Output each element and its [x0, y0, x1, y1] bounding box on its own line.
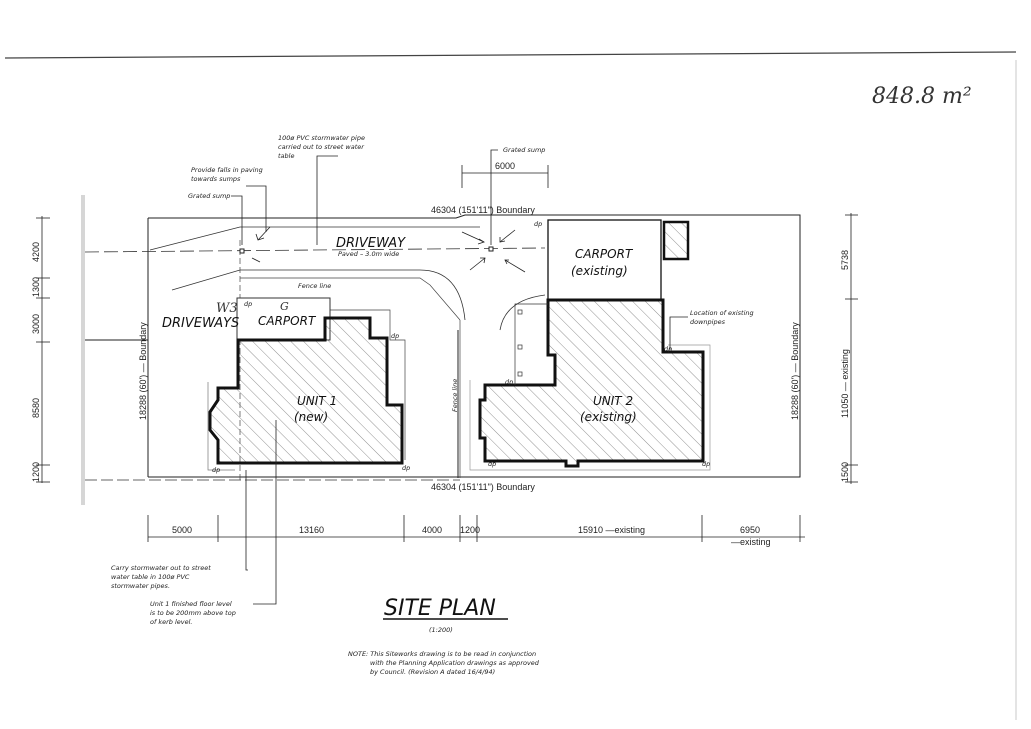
svg-text:—existing: —existing [731, 537, 771, 547]
bottom-dimension-labels: 5000 13160 4000 1200 15910 —existing 695… [172, 525, 771, 547]
svg-text:dp: dp [402, 464, 410, 472]
svg-text:dp: dp [391, 332, 399, 340]
svg-text:Fence line: Fence line [451, 379, 459, 412]
svg-text:dp: dp [702, 460, 710, 468]
svg-text:15910 —existing: 15910 —existing [578, 525, 645, 535]
svg-text:1200: 1200 [460, 525, 480, 535]
svg-text:Provide falls in paving: Provide falls in paving [191, 166, 263, 174]
svg-text:1300: 1300 [31, 277, 41, 297]
unit2-label: UNIT 2 [593, 394, 633, 408]
svg-text:Unit 1 finished floor level: Unit 1 finished floor level [150, 600, 232, 608]
svg-text:of kerb level.: of kerb level. [150, 618, 192, 626]
carport-new-label: CARPORT [258, 314, 317, 328]
svg-text:8580: 8580 [31, 398, 41, 418]
svg-text:(existing): (existing) [580, 410, 637, 424]
svg-text:46304 (151'11") Boundary: 46304 (151'11") Boundary [431, 482, 535, 492]
svg-text:dp: dp [534, 220, 542, 228]
leader-lines [231, 149, 688, 605]
svg-text:table: table [278, 152, 294, 160]
bottom-dimension-chain [147, 515, 805, 542]
svg-text:NOTE: This Siteworks drawing i: NOTE: This Siteworks drawing is to be re… [348, 650, 536, 658]
svg-text:Grated sump: Grated sump [188, 192, 230, 200]
svg-text:dp: dp [664, 345, 672, 353]
site-boundary [85, 214, 801, 481]
note: NOTE: This Siteworks drawing is to be re… [348, 650, 540, 676]
road-edge [81, 195, 85, 505]
svg-text:5000: 5000 [172, 525, 192, 535]
unit2-footprint [478, 298, 705, 468]
fall-arrows [251, 226, 526, 273]
svg-text:downpipes: downpipes [690, 318, 726, 326]
svg-text:Carry stormwater out to street: Carry stormwater out to street [111, 564, 211, 572]
right-dimension-labels: 5738 11050 — existing 1500 [840, 250, 850, 482]
svg-text:11050 — existing: 11050 — existing [840, 349, 850, 418]
svg-text:G: G [280, 300, 289, 313]
driveway-label: DRIVEWAY [336, 236, 406, 251]
svg-text:(existing): (existing) [571, 264, 628, 278]
right-dimension-chain [845, 213, 858, 484]
svg-text:with the Planning Application: with the Planning Application drawings a… [370, 659, 540, 667]
svg-text:carried out to street water: carried out to street water [278, 143, 365, 151]
grated-sump-left [239, 248, 245, 254]
svg-text:by Council. (Revision A dated: by Council. (Revision A dated 16/4/94) [370, 668, 495, 676]
svg-text:Location of existing: Location of existing [690, 309, 754, 317]
left-dimension-chain [36, 216, 50, 483]
svg-text:100ø PVC stormwater pipe: 100ø PVC stormwater pipe [278, 134, 365, 142]
svg-text:6000: 6000 [495, 161, 515, 171]
svg-text:18288 (60') — Boundary: 18288 (60') — Boundary [138, 322, 148, 420]
svg-text:4000: 4000 [422, 525, 442, 535]
top-dimension [461, 165, 549, 188]
carport-existing-label: CARPORT [575, 247, 634, 261]
svg-text:stormwater pipes.: stormwater pipes. [111, 582, 170, 590]
svg-text:4200: 4200 [31, 242, 41, 262]
svg-text:towards sumps: towards sumps [191, 175, 241, 183]
svg-text:(new): (new) [294, 410, 328, 424]
carport-existing [547, 219, 662, 301]
svg-text:5738: 5738 [840, 250, 850, 270]
svg-text:1200: 1200 [31, 462, 41, 482]
svg-text:is to be 200mm above top: is to be 200mm above top [150, 609, 236, 617]
svg-text:46304 (151'11") Boundary: 46304 (151'11") Boundary [431, 205, 535, 215]
unit1-footprint [208, 316, 404, 465]
svg-text:dp: dp [244, 300, 252, 308]
fence-line-label: Fence line [298, 282, 331, 290]
driveway-outline [84, 226, 546, 331]
svg-text:13160: 13160 [299, 525, 324, 535]
driveways-label: DRIVEWAYS [162, 316, 239, 331]
existing-shed [662, 220, 690, 261]
svg-text:1500: 1500 [840, 462, 850, 482]
svg-text:Grated sump: Grated sump [503, 146, 545, 154]
unit1-label: UNIT 1 [297, 394, 337, 408]
boundary-labels: 46304 (151'11") Boundary 46304 (151'11")… [138, 205, 800, 492]
svg-text:6950: 6950 [740, 525, 760, 535]
svg-text:dp: dp [488, 460, 496, 468]
site-plan-title: SITE PLAN [384, 596, 496, 621]
grated-sump-right [488, 246, 494, 252]
left-dimension-labels: 4200 1300 3000 8580 1200 [31, 242, 41, 482]
driveway-sub-label: Paved – 3.0m wide [338, 250, 399, 258]
annotations: 100ø PVC stormwater pipe carried out to … [111, 134, 754, 626]
svg-text:3000: 3000 [31, 314, 41, 334]
scale-label: (1:200) [429, 626, 453, 634]
svg-text:water table in 100ø PVC: water table in 100ø PVC [111, 573, 190, 581]
sheet-border [4, 51, 1017, 720]
svg-text:18288 (60') — Boundary: 18288 (60') — Boundary [790, 322, 800, 420]
svg-text:dp: dp [212, 466, 220, 474]
area-handwritten: 848.8 m² [872, 84, 972, 109]
area-labels: DRIVEWAY Paved – 3.0m wide DRIVEWAYS CAR… [162, 220, 710, 474]
svg-text:W3: W3 [216, 301, 238, 316]
svg-text:dp: dp [505, 378, 513, 386]
